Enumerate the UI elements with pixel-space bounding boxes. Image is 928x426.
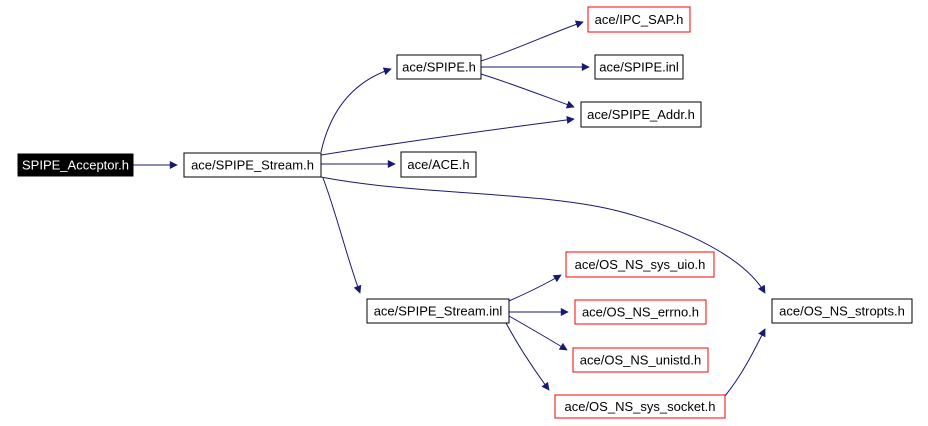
node-box xyxy=(594,54,684,80)
node-ipc-sap-h[interactable]: ace/IPC_SAP.h xyxy=(587,6,691,33)
node-box xyxy=(400,151,477,178)
edge-spipe-stream-h-to-spipe-addr-h xyxy=(320,115,575,156)
node-label: ace/OS_NS_errno.h xyxy=(582,305,699,320)
node-label: SPIPE_Acceptor.h xyxy=(22,158,129,173)
node-box xyxy=(572,347,709,373)
node-label: ace/SPIPE.h xyxy=(402,60,476,75)
edge-os-ns-sys-socket-h-to-os-ns-stropts-h xyxy=(724,328,766,397)
node-label: ace/ACE.h xyxy=(407,157,469,172)
edge-spipe-stream-h-to-spipe-h xyxy=(320,67,392,153)
node-box xyxy=(17,153,134,177)
node-box xyxy=(183,152,322,178)
node-label: ace/OS_NS_unistd.h xyxy=(580,353,701,368)
node-box xyxy=(366,298,510,324)
node-label: ace/SPIPE_Stream.h xyxy=(191,158,314,173)
edge-spipe-stream-inl-to-os-ns-sys-uio-h xyxy=(508,274,562,302)
edges-layer xyxy=(133,20,766,397)
node-os-ns-unistd-h[interactable]: ace/OS_NS_unistd.h xyxy=(572,347,709,373)
node-spipe-acceptor-h: SPIPE_Acceptor.h xyxy=(17,153,134,177)
node-os-ns-sys-socket-h[interactable]: ace/OS_NS_sys_socket.h xyxy=(554,394,726,419)
node-box xyxy=(580,101,702,128)
node-ace-h[interactable]: ace/ACE.h xyxy=(400,151,477,178)
edge-spipe-stream-inl-to-os-ns-sys-socket-h xyxy=(505,322,550,391)
node-box xyxy=(771,298,913,324)
node-label: ace/OS_NS_sys_socket.h xyxy=(564,399,715,414)
node-box xyxy=(587,6,691,33)
node-label: ace/OS_NS_sys_uio.h xyxy=(575,257,706,272)
node-spipe-stream-h[interactable]: ace/SPIPE_Stream.h xyxy=(183,152,322,178)
node-label: ace/SPIPE_Addr.h xyxy=(587,107,695,122)
edge-spipe-h-to-spipe-addr-h xyxy=(480,73,575,109)
edge-spipe-h-to-ipc-sap-h xyxy=(480,20,584,62)
node-label: ace/OS_NS_stropts.h xyxy=(779,304,905,319)
node-spipe-addr-h[interactable]: ace/SPIPE_Addr.h xyxy=(580,101,702,128)
node-box xyxy=(565,251,715,278)
node-box xyxy=(396,54,482,80)
edge-spipe-stream-h-to-spipe-stream-inl xyxy=(322,177,362,294)
node-label: ace/SPIPE_Stream.inl xyxy=(374,304,503,319)
node-box xyxy=(574,299,707,325)
node-os-ns-sys-uio-h[interactable]: ace/OS_NS_sys_uio.h xyxy=(565,251,715,278)
node-box xyxy=(554,394,726,419)
edge-spipe-stream-inl-to-os-ns-unistd-h xyxy=(508,315,568,351)
node-label: ace/SPIPE.inl xyxy=(599,60,679,75)
node-spipe-inl[interactable]: ace/SPIPE.inl xyxy=(594,54,684,80)
node-spipe-stream-inl[interactable]: ace/SPIPE_Stream.inl xyxy=(366,298,510,324)
nodes-layer: SPIPE_Acceptor.h ace/SPIPE_Stream.h ace/SP… xyxy=(17,6,913,419)
node-spipe-h[interactable]: ace/SPIPE.h xyxy=(396,54,482,80)
node-os-ns-errno-h[interactable]: ace/OS_NS_errno.h xyxy=(574,299,707,325)
edge-spipe-stream-h-to-os-ns-stropts-h xyxy=(320,176,766,294)
node-os-ns-stropts-h[interactable]: ace/OS_NS_stropts.h xyxy=(771,298,913,324)
node-label: ace/IPC_SAP.h xyxy=(595,12,684,27)
